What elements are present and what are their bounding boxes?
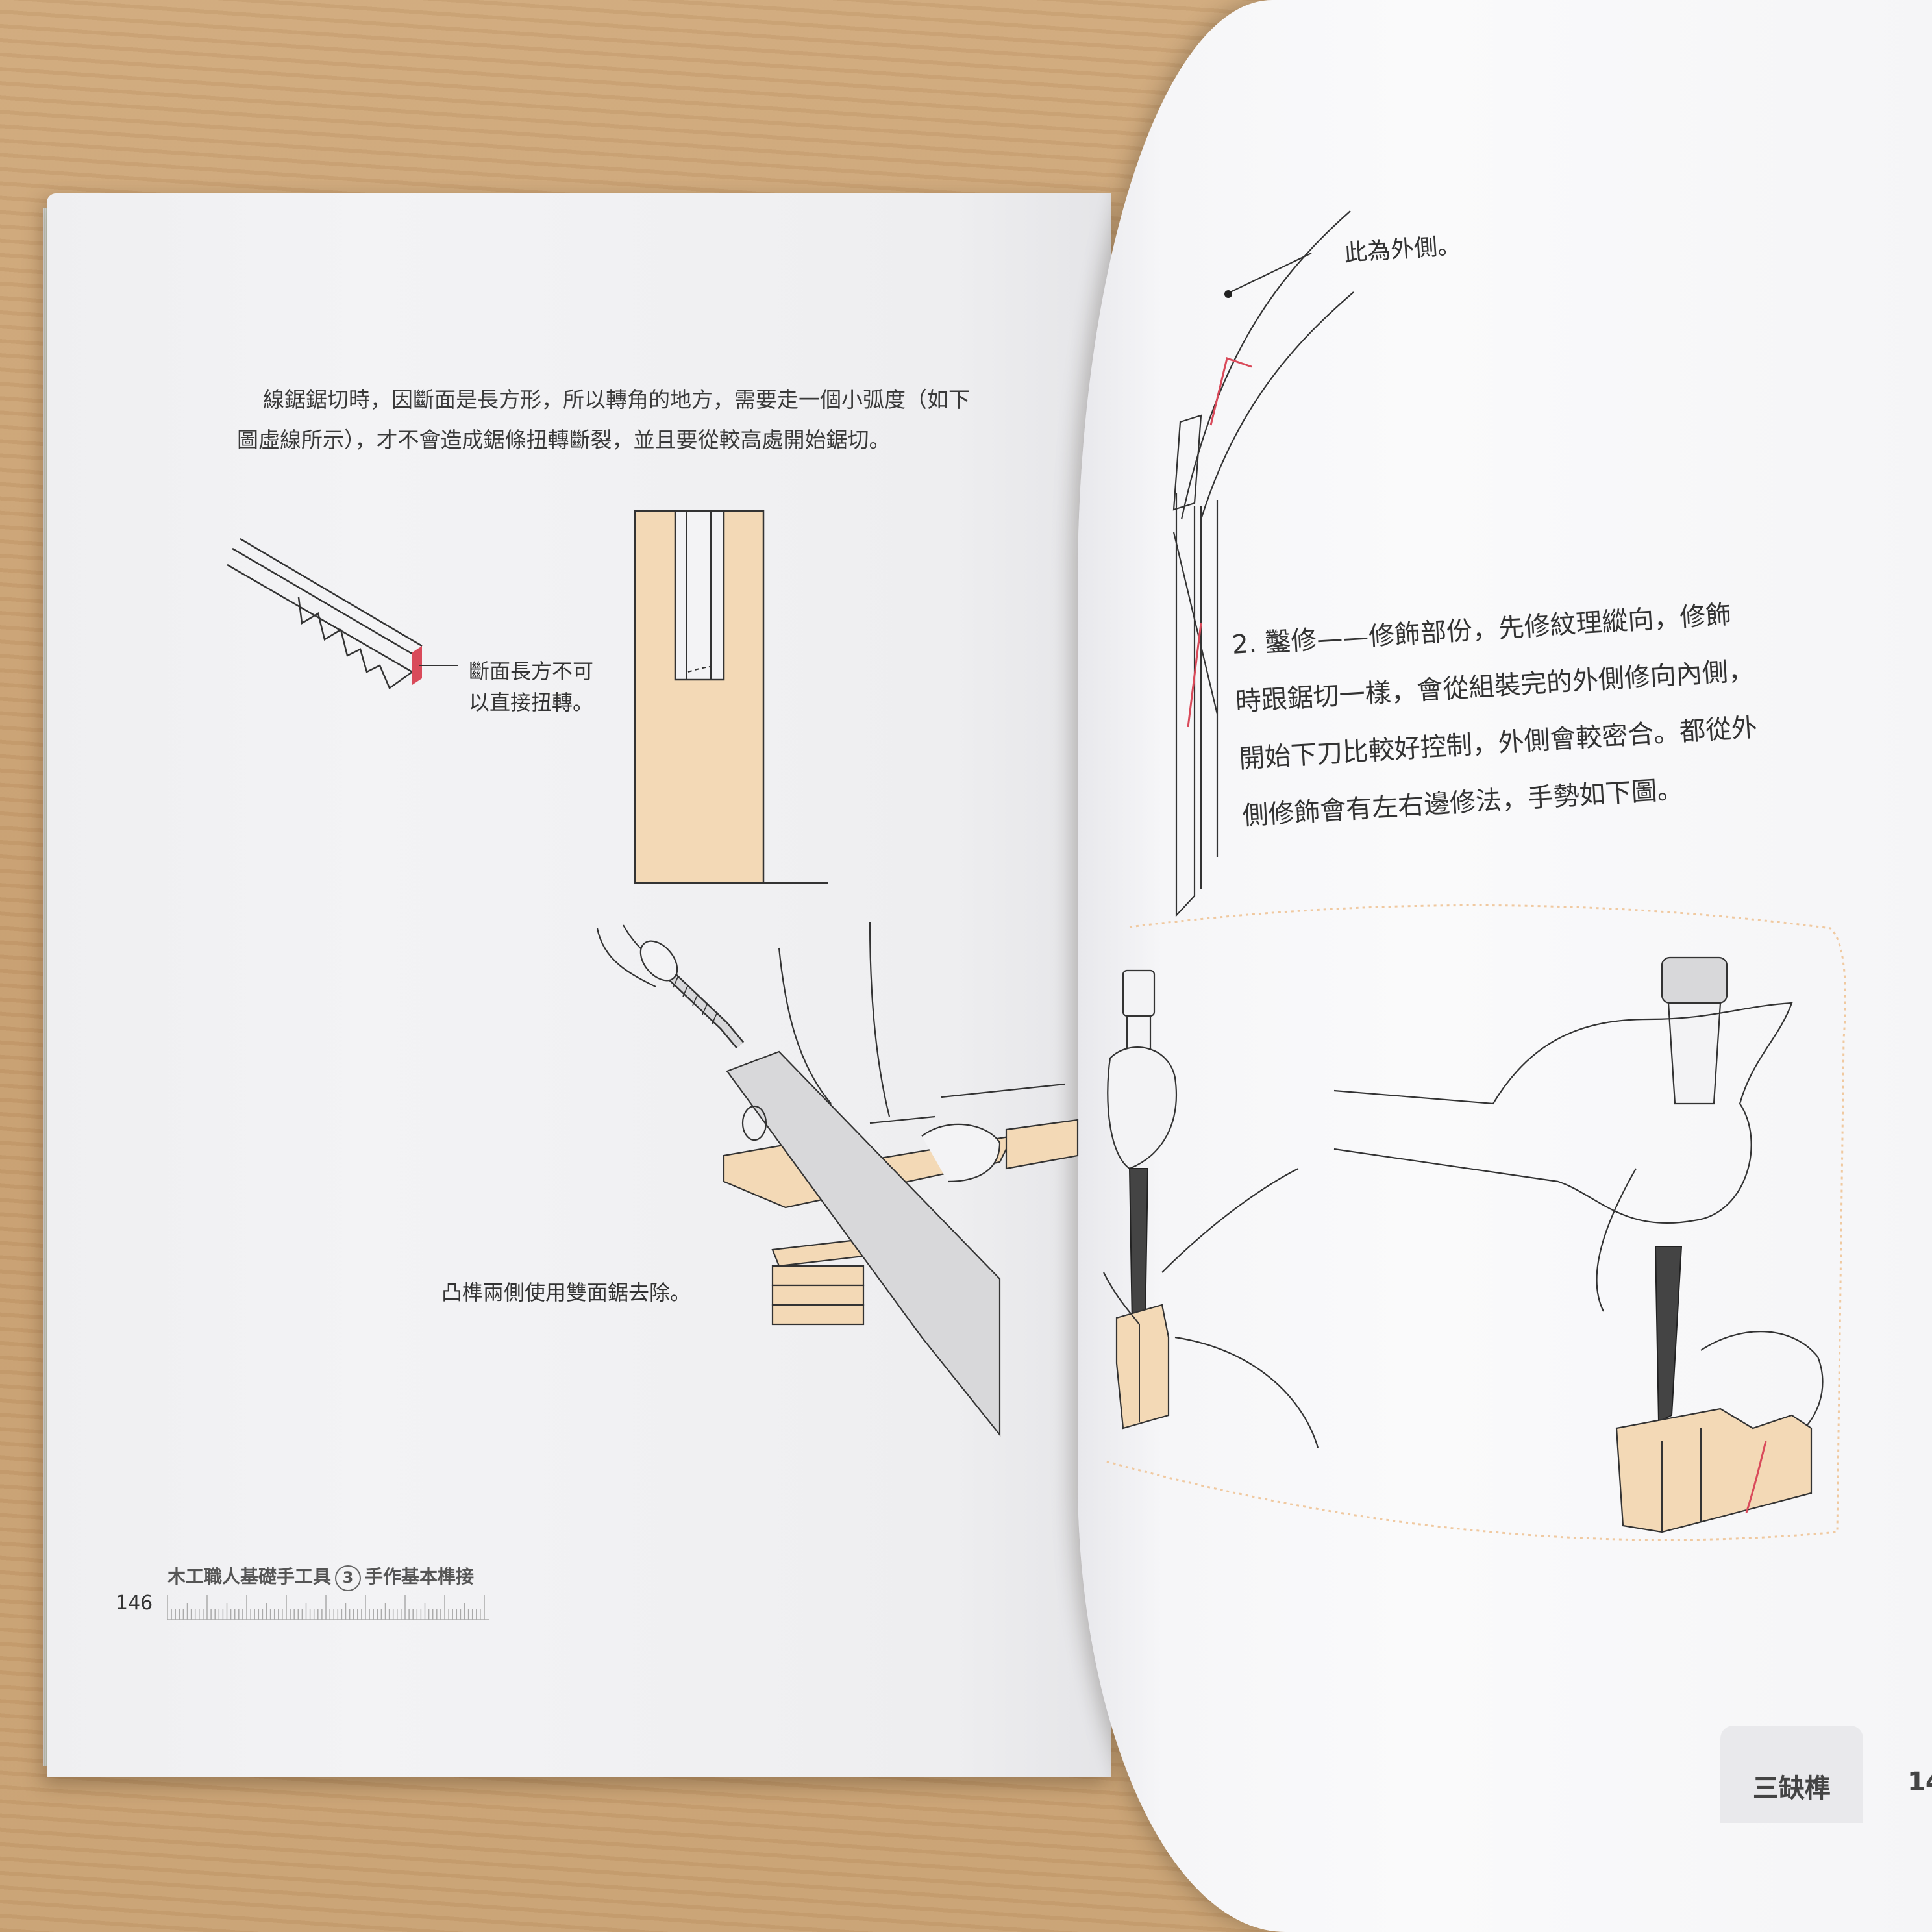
label-pointer-line [419, 665, 458, 666]
right-paragraph: 2. 鑿修——修飾部份，先修紋理縱向，修飾 時跟鋸切一樣，會從組裝完的外側修向內… [1230, 585, 1763, 845]
saw-caption: 凸榫兩側使用雙面鋸去除。 [441, 1280, 691, 1305]
left-page-number: 146 [116, 1592, 153, 1615]
right-page [1078, 0, 1932, 1932]
left-paragraph: 線鋸鋸切時，因斷面是長方形，所以轉角的地方，需要走一個小弧度（如下 圖虛線所示）… [237, 380, 970, 460]
chisel-hands-illustration [1103, 904, 1846, 1541]
tenon-cut-diagram [634, 510, 828, 884]
saw-cutting-illustration [596, 921, 1079, 1437]
saw-blade-label-line-2: 以直接扭轉。 [469, 690, 594, 715]
volume-number-circle: 3 [335, 1565, 362, 1591]
chapter-tab [1720, 1726, 1863, 1823]
chisel-arc-diagram [1172, 210, 1354, 917]
chapter-tab-label: 三缺榫 [1753, 1774, 1831, 1803]
left-paragraph-line-2: 圖虛線所示），才不會造成鋸條扭轉斷裂，並且要從較高處開始鋸切。 [237, 427, 891, 452]
right-page-number: 14 [1907, 1767, 1932, 1797]
saw-blade [726, 1050, 1001, 1437]
book-series-title-part-2: 手作基本榫接 [365, 1566, 475, 1587]
left-chisel-hand [1103, 969, 1319, 1448]
decorative-ruler [167, 1595, 489, 1620]
left-page [47, 193, 1111, 1777]
right-chisel-hand [1333, 956, 1824, 1533]
left-paragraph-line-1: 線鋸鋸切時，因斷面是長方形，所以轉角的地方，需要走一個小弧度（如下 [263, 387, 970, 412]
saw-blade-label: 斷面長方不可 以直接扭轉。 [469, 656, 593, 718]
stacked-wood-pieces [771, 1239, 865, 1326]
saw-blade-label-line-1: 斷面長方不可 [469, 659, 594, 684]
saw-blade-cross-section [412, 646, 422, 685]
book-series-title-part-1: 木工職人基礎手工具 [167, 1566, 332, 1587]
saw-blade-illustration [227, 538, 423, 689]
